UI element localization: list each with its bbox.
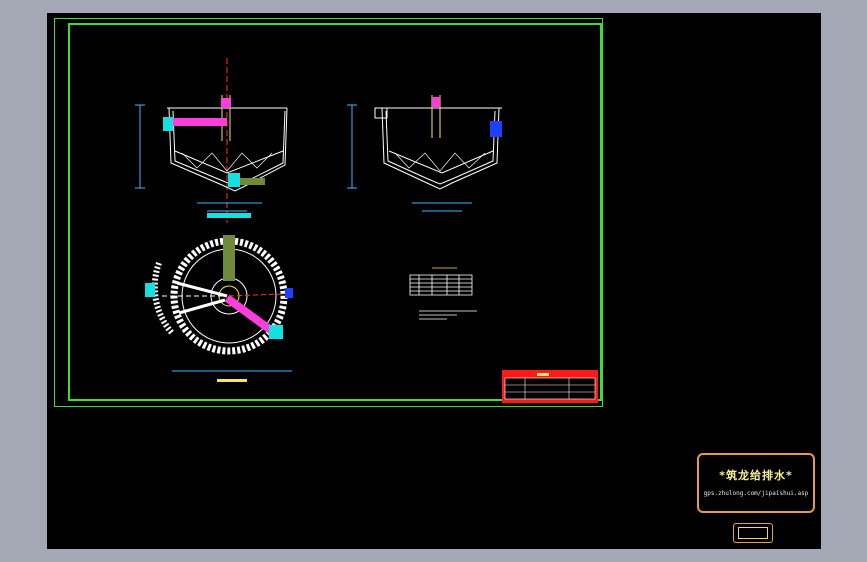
cad-viewport[interactable]: *筑龙给排水* gps.zhulong.com/jipaishui.asp xyxy=(47,13,821,549)
plan-view-circle xyxy=(145,213,293,382)
section-view-left xyxy=(135,58,288,223)
stamp-inner xyxy=(738,527,768,539)
drawing-canvas[interactable] xyxy=(47,13,821,549)
section-view-right xyxy=(347,95,502,212)
zhulong-watermark: *筑龙给排水* gps.zhulong.com/jipaishui.asp xyxy=(697,453,815,513)
drawing-border-outer xyxy=(54,18,603,407)
watermark-title: *筑龙给排水* xyxy=(719,469,793,482)
drawing-border-inner xyxy=(68,23,602,401)
title-block xyxy=(502,370,598,403)
material-table xyxy=(409,267,477,320)
watermark-url: gps.zhulong.com/jipaishui.asp xyxy=(703,490,809,497)
logo-stamp-icon xyxy=(733,523,773,543)
